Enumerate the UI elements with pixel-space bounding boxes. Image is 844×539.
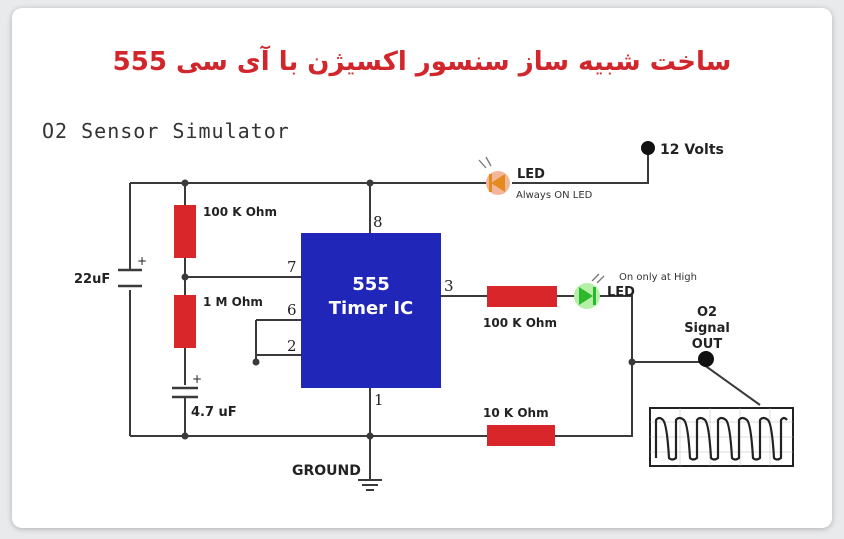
led1-label: LED <box>517 167 545 182</box>
supply-terminal <box>641 141 655 155</box>
ground-icon <box>358 479 382 491</box>
junction-dots <box>181 179 636 440</box>
led2-label: LED <box>607 285 635 300</box>
output-line1: O2 <box>697 305 717 320</box>
led-output <box>574 273 605 309</box>
resistor-1m <box>174 295 196 348</box>
cap1-label: 22uF <box>74 272 110 287</box>
pin-7: 7 <box>287 258 297 276</box>
ground-label: GROUND <box>292 463 361 479</box>
page-title: ساخت شبیه ساز سنسور اکسیژن با آی سی 555 <box>112 47 732 77</box>
r2-label: 1 M Ohm <box>203 295 263 309</box>
resistor-10k <box>487 425 555 446</box>
resistor-100k-out <box>487 286 557 307</box>
pin-8: 8 <box>373 213 383 231</box>
output-line3: OUT <box>692 337 723 352</box>
led1-note: Always ON LED <box>516 190 593 201</box>
ic-line1: 555 <box>352 274 390 295</box>
cap2-label: 4.7 uF <box>191 405 237 420</box>
r3-label: 100 K Ohm <box>483 316 557 330</box>
pin-3: 3 <box>444 277 454 295</box>
led2-note: On only at High <box>619 272 697 283</box>
diagram-title: O2 Sensor Simulator <box>42 119 290 143</box>
pin-2: 2 <box>287 337 297 355</box>
pin-1: 1 <box>374 391 384 409</box>
cap2-plus: + <box>192 372 202 386</box>
r1-label: 100 K Ohm <box>203 205 277 219</box>
capacitor-22uf <box>118 268 142 288</box>
supply-label: 12 Volts <box>660 142 724 158</box>
output-line2: Signal <box>684 321 730 336</box>
led-always-on <box>478 156 510 195</box>
ic-555 <box>301 233 441 388</box>
resistor-100k-top <box>174 205 196 258</box>
ic-line2: Timer IC <box>329 298 413 319</box>
waveform-scope <box>649 407 794 467</box>
output-terminal <box>698 351 714 367</box>
capacitor-4-7uf <box>172 386 198 399</box>
r4-label: 10 K Ohm <box>483 406 549 420</box>
pin-6: 6 <box>287 301 297 319</box>
cap1-plus: + <box>137 254 147 268</box>
